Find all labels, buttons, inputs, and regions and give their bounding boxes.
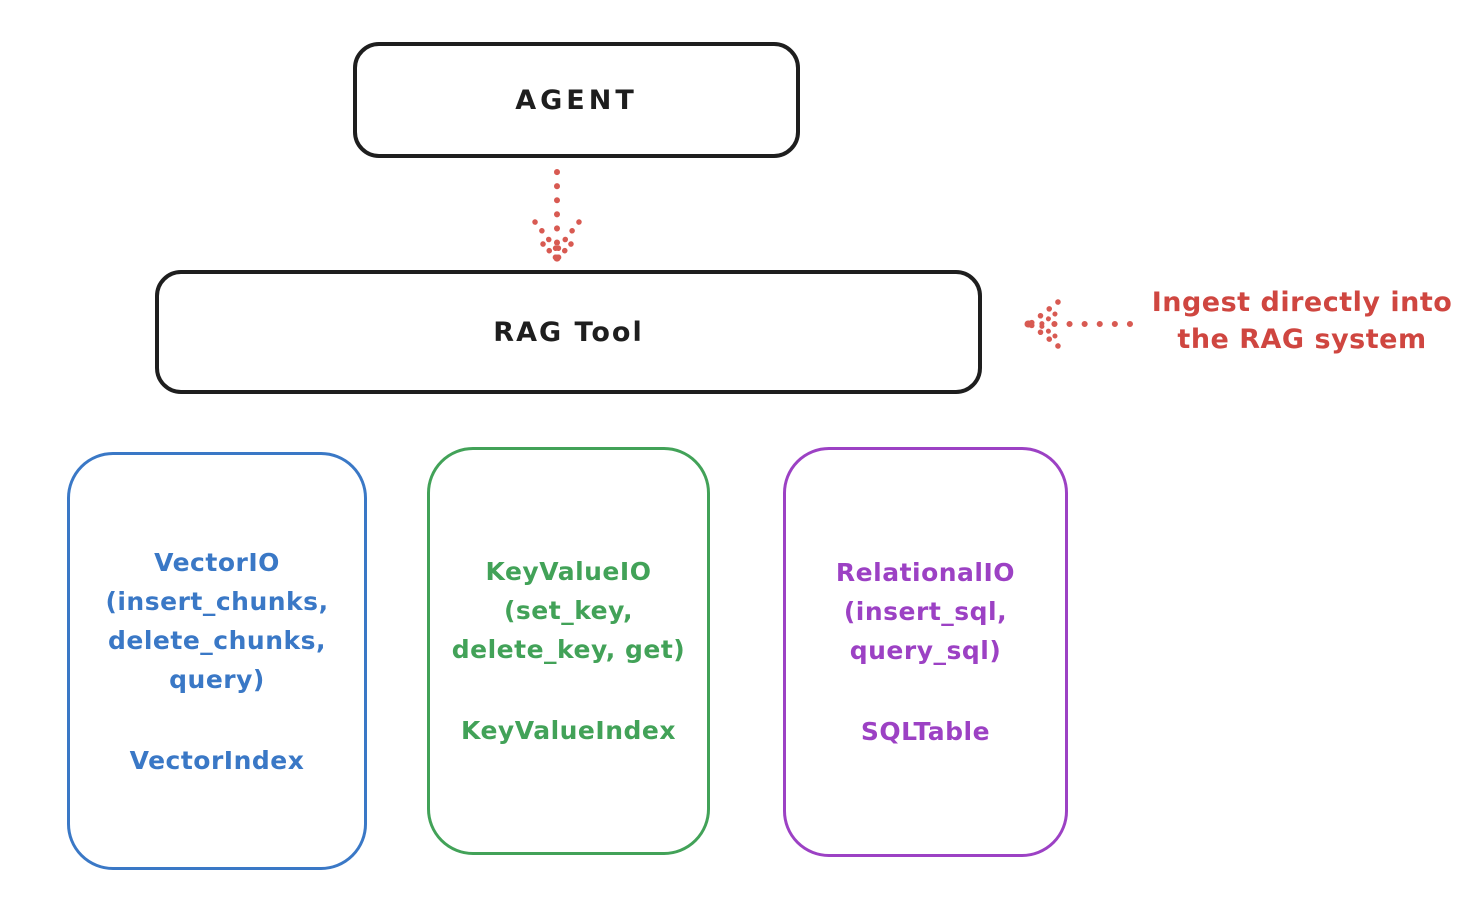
keyvalue-io-line: (set_key, <box>504 596 633 625</box>
relational-io-line: (insert_sql, <box>843 597 1008 626</box>
vector-index-label: VectorIndex <box>129 745 305 775</box>
agent-box: AGENT <box>353 42 800 158</box>
relational-io-signature: RelationalIO (insert_sql, query_sql) <box>836 553 1015 670</box>
agent-label: AGENT <box>515 84 638 116</box>
keyvalue-io-line: KeyValueIO <box>485 557 652 586</box>
keyvalue-io-line: delete_key, get) <box>451 635 686 664</box>
agent-to-rag-arrow <box>532 169 582 263</box>
vector-io-line: delete_chunks, <box>108 625 326 655</box>
vector-io-line: (insert_chunks, <box>105 586 329 616</box>
relational-io-line: RelationalIO <box>835 558 1016 587</box>
relational-io-box: RelationalIO (insert_sql, query_sql) SQL… <box>783 447 1068 857</box>
vector-io-line: VectorIO <box>154 547 280 577</box>
keyvalue-io-signature: KeyValueIO (set_key, delete_key, get) <box>452 552 685 669</box>
sql-table-label: SQLTable <box>860 717 991 746</box>
ingest-annotation: Ingest directly into the RAG system <box>1128 284 1476 358</box>
vector-io-signature: VectorIO (insert_chunks, delete_chunks, … <box>105 543 328 699</box>
rag-tool-label: RAG Tool <box>493 316 644 348</box>
ingest-annotation-line1: Ingest directly into <box>1151 287 1453 318</box>
vector-io-line: query) <box>169 664 265 694</box>
vector-io-box: VectorIO (insert_chunks, delete_chunks, … <box>67 452 367 870</box>
keyvalue-io-box: KeyValueIO (set_key, delete_key, get) Ke… <box>427 447 710 855</box>
ingest-arrow <box>1024 299 1133 349</box>
keyvalue-index-label: KeyValueIndex <box>461 716 676 745</box>
rag-tool-box: RAG Tool <box>155 270 982 394</box>
ingest-annotation-line2: the RAG system <box>1177 324 1427 355</box>
relational-io-line: query_sql) <box>849 636 1002 665</box>
